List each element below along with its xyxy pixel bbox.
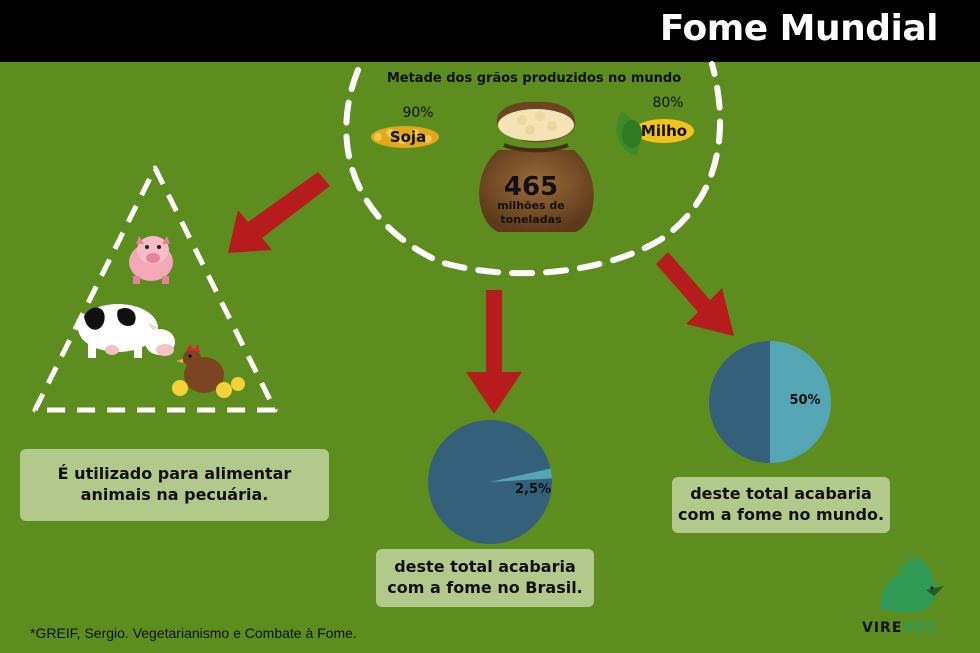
arrow-to-livestock-icon <box>228 172 330 253</box>
world-pie-chart: 50% <box>709 341 831 463</box>
brand-part-1: VIRE <box>862 620 903 636</box>
grain-total-unit-2: toneladas <box>500 213 562 226</box>
livestock-info-box: É utilizado para alimentar animais na pe… <box>20 449 329 521</box>
grain-total-value: 465 <box>504 172 558 202</box>
world-box-line-1: deste total acabaria <box>690 484 872 504</box>
world-box-line-2: com a fome no mundo. <box>677 505 885 524</box>
brazil-pie-slice <box>490 468 552 482</box>
brazil-pie-chart: 2,5% <box>427 419 552 544</box>
world-slice-label: 50% <box>789 393 820 408</box>
grain-total-unit-1: milhões de <box>497 199 565 212</box>
world-pie-slice <box>770 341 831 463</box>
world-info-box: deste total acabaria com a fome no mundo… <box>672 477 890 533</box>
vireveg-bird-icon <box>880 552 944 613</box>
livestock-dashed-triangle <box>32 165 278 413</box>
chicks-icon <box>172 377 245 398</box>
corn-icon <box>616 112 694 156</box>
grain-dashed-circle <box>343 61 724 277</box>
pig-icon <box>129 236 173 284</box>
chicken-icon <box>176 344 224 393</box>
brand-wordmark: VIREVÉG <box>862 620 937 636</box>
livestock-line-1: É utilizado para alimentar <box>57 464 292 484</box>
reference-text: *GREIF, Sergio. Vegetarianismo e Combate… <box>30 625 357 641</box>
corn-percent: 80% <box>652 95 683 111</box>
grain-caption: Metade dos grãos produzidos no mundo <box>387 71 681 86</box>
world-pie-remaining <box>709 341 770 463</box>
corn-label: Milho <box>641 122 687 140</box>
brazil-box-line-2: com a fome no Brasil. <box>387 578 583 597</box>
brazil-slice-label: 2,5% <box>515 482 551 497</box>
grain-sack-icon <box>479 101 594 232</box>
page-title: Fome Mundial <box>659 8 939 49</box>
cow-icon <box>78 304 175 358</box>
soy-percent: 90% <box>402 105 433 121</box>
arrow-to-world-icon <box>656 252 734 336</box>
title-bar: Fome Mundial <box>0 0 980 62</box>
livestock-line-2: animais na pecuária. <box>80 485 269 504</box>
arrow-to-brazil-icon <box>466 290 522 414</box>
brazil-pie-remaining <box>427 419 552 544</box>
brand-part-2: VÉG <box>902 620 938 636</box>
soy-icon <box>371 126 439 148</box>
brazil-info-box: deste total acabaria com a fome no Brasi… <box>376 549 594 607</box>
soy-label: Soja <box>390 128 426 146</box>
brazil-box-line-1: deste total acabaria <box>394 557 576 577</box>
